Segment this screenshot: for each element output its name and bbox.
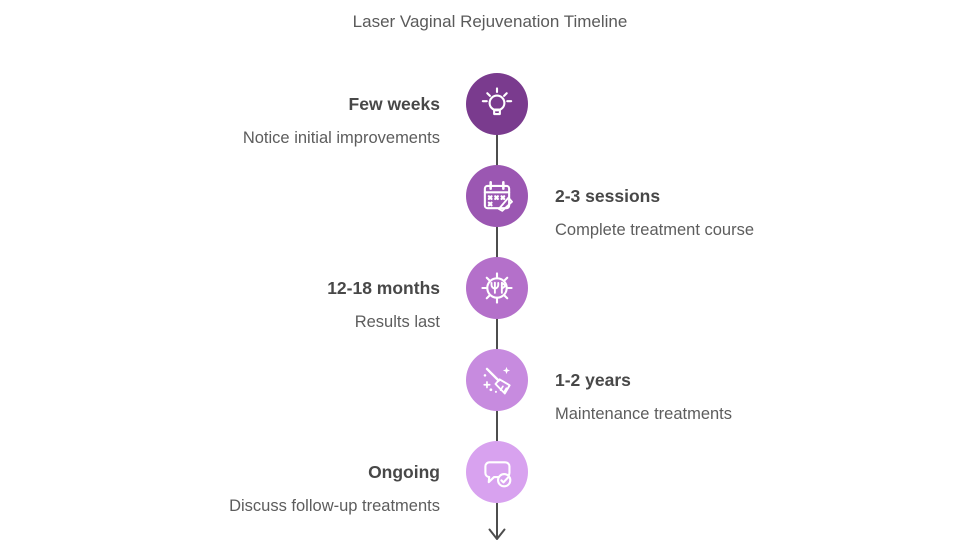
arrow-down-icon (488, 528, 506, 540)
milestone-description: Maintenance treatments (555, 405, 733, 423)
milestone-node (466, 165, 528, 227)
lightbulb-icon (481, 87, 513, 116)
milestone-label-group: Few weeks Notice initial improvements (243, 87, 440, 155)
milestone-node (466, 349, 528, 411)
calendar-icon (483, 181, 513, 212)
milestone-label-group: 2-3 sessions Complete treatment course (555, 179, 754, 247)
milestone-label-group: 12-18 months Results last (327, 271, 440, 339)
milestone-label: 12-18 months (327, 278, 440, 298)
clock-icon (481, 272, 513, 304)
broom-icon (483, 366, 511, 395)
milestone-label: 1-2 years (555, 370, 631, 390)
milestone-description: Notice initial improvements (242, 129, 440, 147)
milestone-label: Ongoing (368, 462, 440, 482)
milestone-node (466, 441, 528, 503)
milestone-node (466, 73, 528, 135)
milestone-label-group: Ongoing Discuss follow-up treatments (229, 455, 440, 523)
milestone-label-group: 1-2 years Maintenance treatments (555, 363, 732, 431)
milestone-description: Complete treatment course (555, 221, 755, 239)
milestone-label: 2-3 sessions (555, 186, 661, 206)
milestone-description: Discuss follow-up treatments (229, 497, 440, 515)
milestone-label: Few weeks (348, 94, 440, 114)
chat-check-icon (484, 461, 512, 488)
page-title: Laser Vaginal Rejuvenation Timeline (352, 12, 628, 31)
milestone-node (466, 257, 528, 319)
milestone-description: Results last (354, 313, 440, 331)
